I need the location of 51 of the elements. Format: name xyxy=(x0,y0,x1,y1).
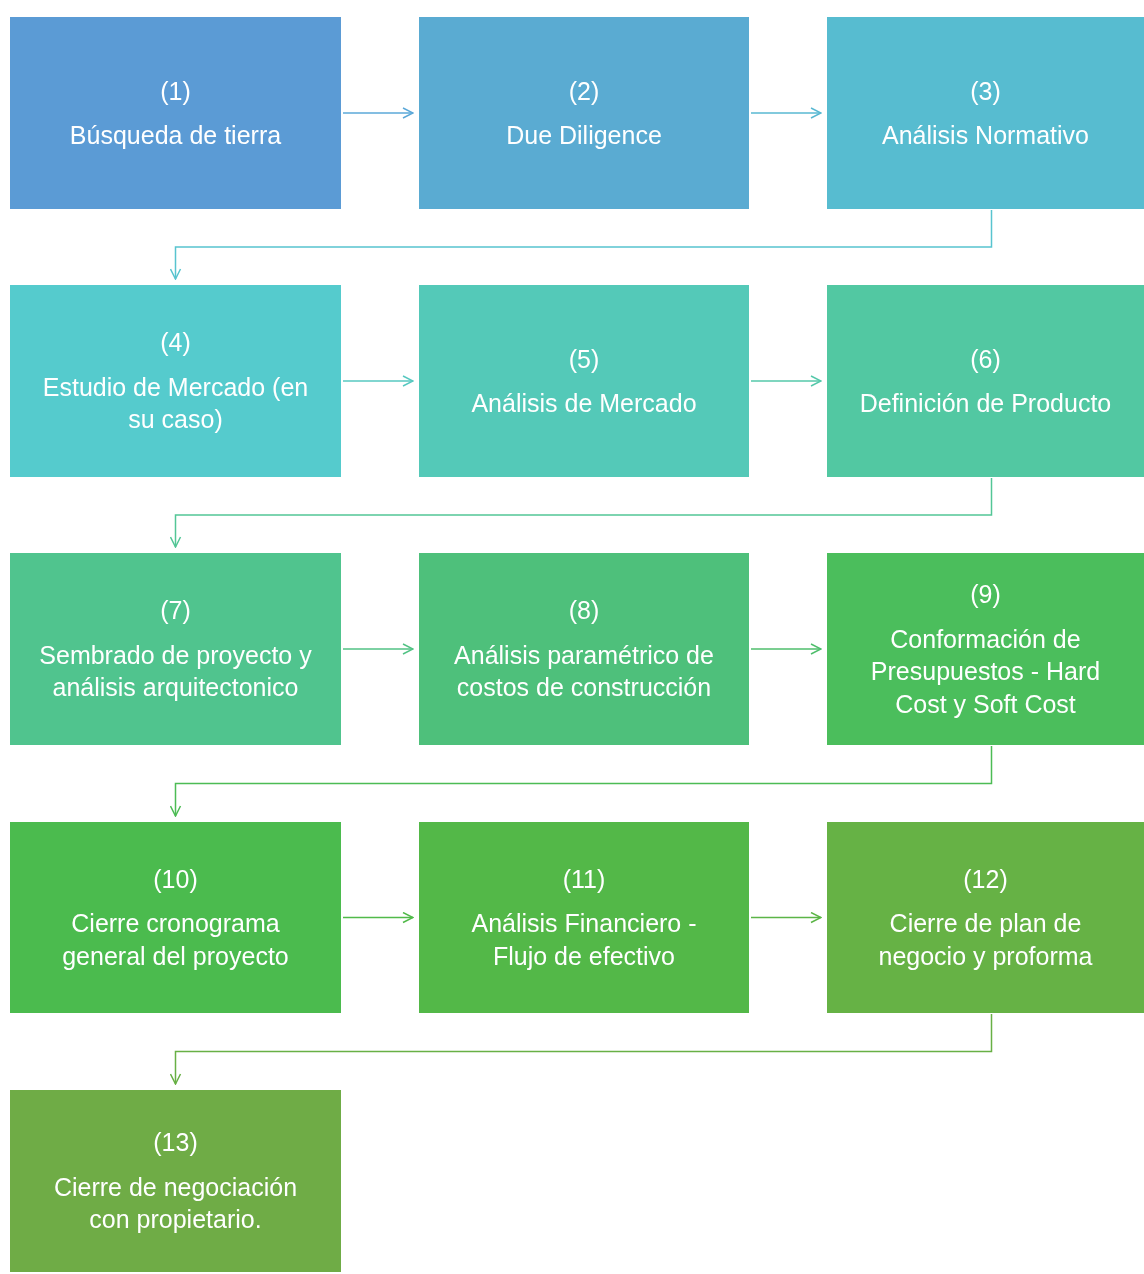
step-number: (6) xyxy=(970,343,1001,375)
process-box xyxy=(419,285,749,477)
step-label: Análisis Normativo xyxy=(882,120,1089,151)
step-label: Cierre de negociación con propietario. xyxy=(52,1171,299,1236)
step-number: (9) xyxy=(970,579,1001,610)
process-box xyxy=(10,285,341,477)
arrow xyxy=(169,477,993,548)
arrow xyxy=(342,107,414,119)
process-box xyxy=(10,1090,341,1272)
process-box xyxy=(827,17,1144,209)
arrow xyxy=(750,643,822,655)
process-box xyxy=(827,553,1144,745)
arrow xyxy=(342,643,414,655)
step-label: Estudio de Mercado (en su caso) xyxy=(41,371,310,436)
step-number: (8) xyxy=(568,595,600,627)
process-box xyxy=(827,822,1144,1013)
step-label: Cierre de plan de negocio y proforma xyxy=(877,908,1094,972)
process-box xyxy=(419,822,749,1013)
step-number: (13) xyxy=(153,1127,198,1159)
step-number: (7) xyxy=(160,595,191,627)
arrow xyxy=(750,107,822,119)
step-label: Cierre cronograma general del proyecto xyxy=(61,908,290,972)
step-number: (1) xyxy=(160,75,191,107)
process-box xyxy=(10,17,341,209)
arrow xyxy=(169,745,993,817)
arrow xyxy=(342,911,414,924)
step-label: Análisis Financiero - Flujo de efectivo xyxy=(470,908,698,972)
step-label: Sembrado de proyecto y análisis arquitectonico xyxy=(38,639,313,704)
arrow xyxy=(750,911,822,924)
process-box xyxy=(419,17,749,209)
step-number: (11) xyxy=(562,863,606,895)
step-label: Due Diligence xyxy=(506,120,662,151)
arrow xyxy=(342,375,414,387)
step-number: (5) xyxy=(568,343,600,375)
process-box xyxy=(827,285,1144,477)
step-number: (10) xyxy=(153,863,198,895)
process-box xyxy=(419,553,749,745)
step-label: Búsqueda de tierra xyxy=(69,120,282,151)
step-number: (12) xyxy=(963,863,1008,895)
step-number: (3) xyxy=(970,75,1001,107)
process-box xyxy=(10,822,341,1013)
step-number: (2) xyxy=(568,75,600,107)
arrow xyxy=(169,1013,993,1085)
process-box xyxy=(10,553,341,745)
step-label: Conformación de Presupuestos - Hard Cost y Soft Cost xyxy=(869,623,1102,720)
step-label: Análisis paramétrico de costos de construcción xyxy=(453,639,715,704)
step-label: Análisis de Mercado xyxy=(471,388,697,419)
arrow xyxy=(169,209,993,280)
step-number: (4) xyxy=(160,327,191,359)
arrow xyxy=(750,375,822,387)
step-label: Definición de Producto xyxy=(859,388,1112,419)
